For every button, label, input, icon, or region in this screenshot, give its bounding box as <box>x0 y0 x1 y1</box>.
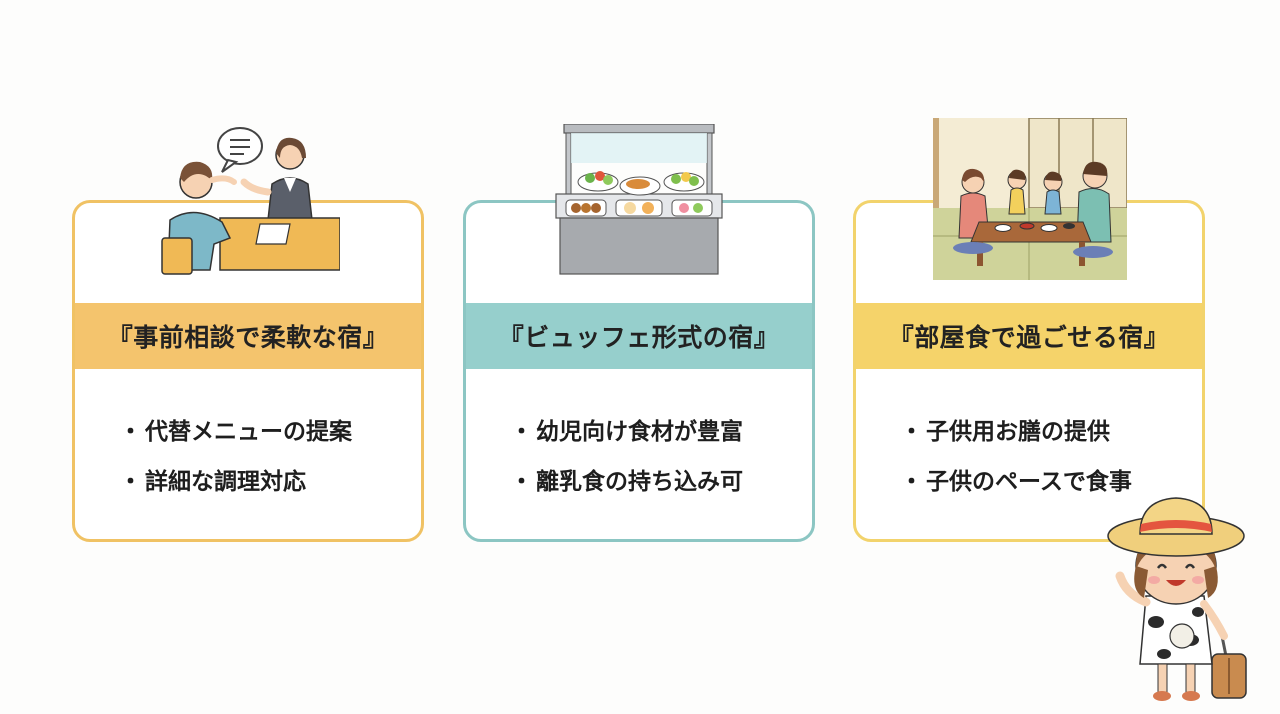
dessert-icon <box>671 199 713 217</box>
card-room-dining: 『部屋食で過ごせる宿』 ・子供用お膳の提供 ・子供のペースで食事 <box>853 200 1205 542</box>
feature-list: ・代替メニューの提案 ・詳細な調理対応 <box>119 407 352 507</box>
meal-icon <box>994 222 1075 232</box>
meatballs-icon <box>565 199 607 217</box>
list-item: ・離乳食の持ち込み可 <box>510 469 743 495</box>
girl-traveler-illustration <box>1107 497 1247 701</box>
card-title: 『事前相談で柔軟な宿』 <box>75 303 421 369</box>
card-title: 『ビュッフェ形式の宿』 <box>466 303 812 369</box>
list-item: ・子供用お膳の提供 <box>900 419 1110 445</box>
list-item: ・幼児向け食材が豊富 <box>510 419 743 445</box>
buffet-illustration <box>555 124 723 275</box>
feature-list: ・幼児向け食材が豊富 ・離乳食の持ち込み可 <box>510 407 743 507</box>
vegetables-icon <box>663 172 705 192</box>
suitcase-icon <box>1211 635 1247 699</box>
list-item: ・代替メニューの提案 <box>119 419 352 445</box>
main-dish-icon <box>619 176 661 196</box>
feature-list: ・子供用お膳の提供 ・子供のペースで食事 <box>900 407 1132 507</box>
speech-bubble-icon <box>217 127 263 173</box>
consultation-illustration <box>161 127 340 275</box>
list-item: ・子供のペースで食事 <box>900 469 1132 495</box>
room-dining-illustration <box>933 118 1127 280</box>
list-item: ・詳細な調理対応 <box>119 469 306 495</box>
card-title: 『部屋食で過ごせる宿』 <box>856 303 1202 369</box>
kids-plate-icon <box>615 199 663 217</box>
salad-icon <box>577 171 619 192</box>
